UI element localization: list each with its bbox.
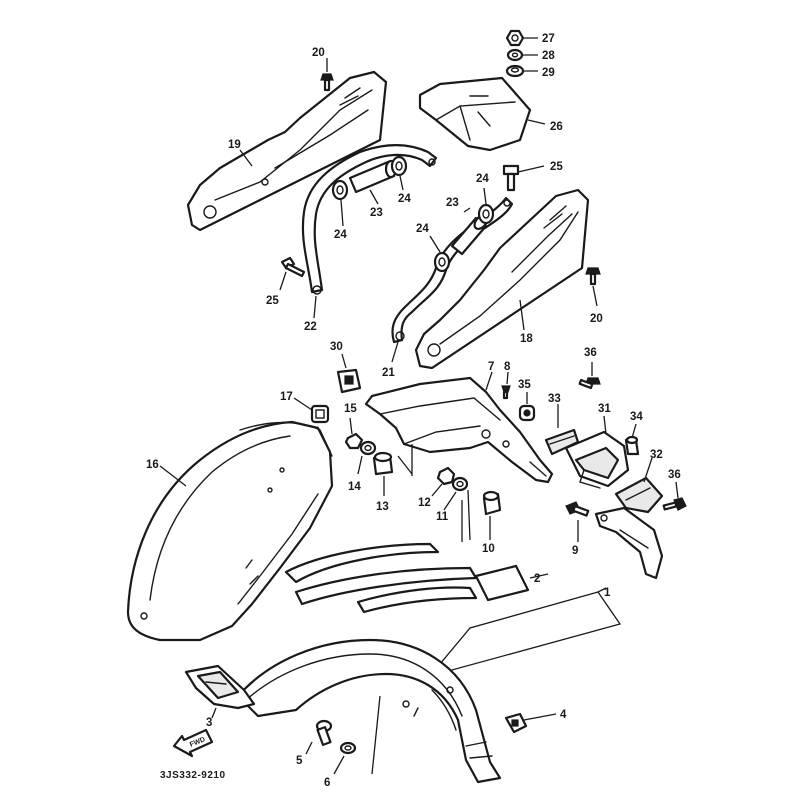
callout-29: 29 xyxy=(542,67,555,79)
callout-24-lower-top: 24 xyxy=(476,173,489,185)
callout-15: 15 xyxy=(344,403,357,415)
callout-35: 35 xyxy=(518,379,531,391)
bracket-part-7 xyxy=(364,376,554,484)
washer-part-6 xyxy=(339,741,357,755)
washer-part-28 xyxy=(506,48,524,62)
callout-32: 32 xyxy=(650,449,663,461)
callout-3: 3 xyxy=(206,717,212,729)
callout-5: 5 xyxy=(296,755,303,767)
side-cover-part-19 xyxy=(186,70,388,232)
collar-part-10 xyxy=(482,490,502,516)
callout-10: 10 xyxy=(482,543,495,555)
callout-16: 16 xyxy=(146,459,159,471)
bolt-part-9 xyxy=(565,501,590,517)
callout-20-right: 20 xyxy=(590,313,603,325)
nut-part-12 xyxy=(436,466,456,486)
callout-24-upper-right: 24 xyxy=(398,193,411,205)
bolt-part-25-left xyxy=(280,256,306,278)
bolt-part-20-top xyxy=(320,73,334,92)
washer-part-11 xyxy=(451,476,469,492)
front-fender-part-1 xyxy=(236,638,502,784)
clip-part-4 xyxy=(504,712,528,734)
callout-36-top: 36 xyxy=(584,347,597,359)
callout-19: 19 xyxy=(228,139,241,151)
callout-33: 33 xyxy=(548,393,561,405)
callout-9: 9 xyxy=(572,545,578,557)
bolt-part-20-right xyxy=(585,267,601,286)
callout-17: 17 xyxy=(280,391,293,403)
callout-labels: 1 2 3 4 5 6 7 8 9 10 11 12 13 14 15 16 1… xyxy=(146,33,681,789)
plate-part-2 xyxy=(474,564,530,602)
license-lamp-part-31 xyxy=(564,430,630,489)
callout-8: 8 xyxy=(504,361,511,373)
collar-part-24-lower-bottom xyxy=(433,251,451,273)
forward-arrow-icon: FWD xyxy=(172,728,214,758)
callout-14: 14 xyxy=(348,481,361,493)
spacer-part-13 xyxy=(372,451,394,476)
screw-part-36-right xyxy=(662,497,687,511)
screw-part-8 xyxy=(501,385,511,400)
callout-1: 1 xyxy=(604,587,611,599)
callout-24-lower-bottom: 24 xyxy=(416,223,429,235)
collar-part-24-upper-left xyxy=(331,179,349,201)
callout-31: 31 xyxy=(598,403,611,415)
callout-12: 12 xyxy=(418,497,431,509)
callout-6: 6 xyxy=(324,777,330,789)
callout-30: 30 xyxy=(330,341,343,353)
collar-part-14 xyxy=(359,440,377,456)
license-bracket xyxy=(594,506,664,580)
collar-part-24-lower-top xyxy=(477,203,495,225)
callout-7: 7 xyxy=(488,361,494,373)
nut-part-17 xyxy=(310,404,330,424)
callout-22: 22 xyxy=(304,321,317,333)
nut-part-15 xyxy=(344,432,364,450)
nut-part-27 xyxy=(505,29,525,47)
screw-part-36-top xyxy=(578,377,601,390)
callout-36-right: 36 xyxy=(668,469,681,481)
emblem-part-3 xyxy=(184,664,256,710)
stay-part-21 xyxy=(391,196,514,344)
reference-code: 3JS332-9210 xyxy=(160,770,226,781)
stay-part-22 xyxy=(301,144,438,295)
rear-fender-part-16 xyxy=(126,420,334,642)
callout-11: 11 xyxy=(436,511,449,523)
grommet-part-29 xyxy=(505,64,525,78)
bolt-part-5 xyxy=(315,719,333,746)
callout-23-lower: 23 xyxy=(446,197,459,209)
bulb-part-34 xyxy=(624,435,640,456)
callout-23-upper: 23 xyxy=(370,207,383,219)
lens-part-32 xyxy=(614,476,664,514)
callout-13: 13 xyxy=(376,501,389,513)
callout-21: 21 xyxy=(382,367,395,379)
bolt-part-25-right xyxy=(502,164,520,192)
clip-part-30 xyxy=(336,368,362,394)
grommet-part-35 xyxy=(518,404,536,422)
callout-4: 4 xyxy=(560,709,567,721)
callout-25-right: 25 xyxy=(550,161,563,173)
callout-28: 28 xyxy=(542,50,555,62)
callout-2: 2 xyxy=(534,573,540,585)
callout-24-upper-left: 24 xyxy=(334,229,347,241)
collar-part-24-upper-right xyxy=(390,155,408,177)
cover-part-26 xyxy=(418,76,532,152)
seal-strip-part-2 xyxy=(284,542,478,614)
callout-26: 26 xyxy=(550,121,563,133)
callout-27: 27 xyxy=(542,33,555,45)
side-cover-part-18 xyxy=(414,188,590,370)
callout-20-top: 20 xyxy=(312,47,325,59)
callout-25-left: 25 xyxy=(266,295,279,307)
callout-18: 18 xyxy=(520,333,533,345)
callout-34: 34 xyxy=(630,411,643,423)
